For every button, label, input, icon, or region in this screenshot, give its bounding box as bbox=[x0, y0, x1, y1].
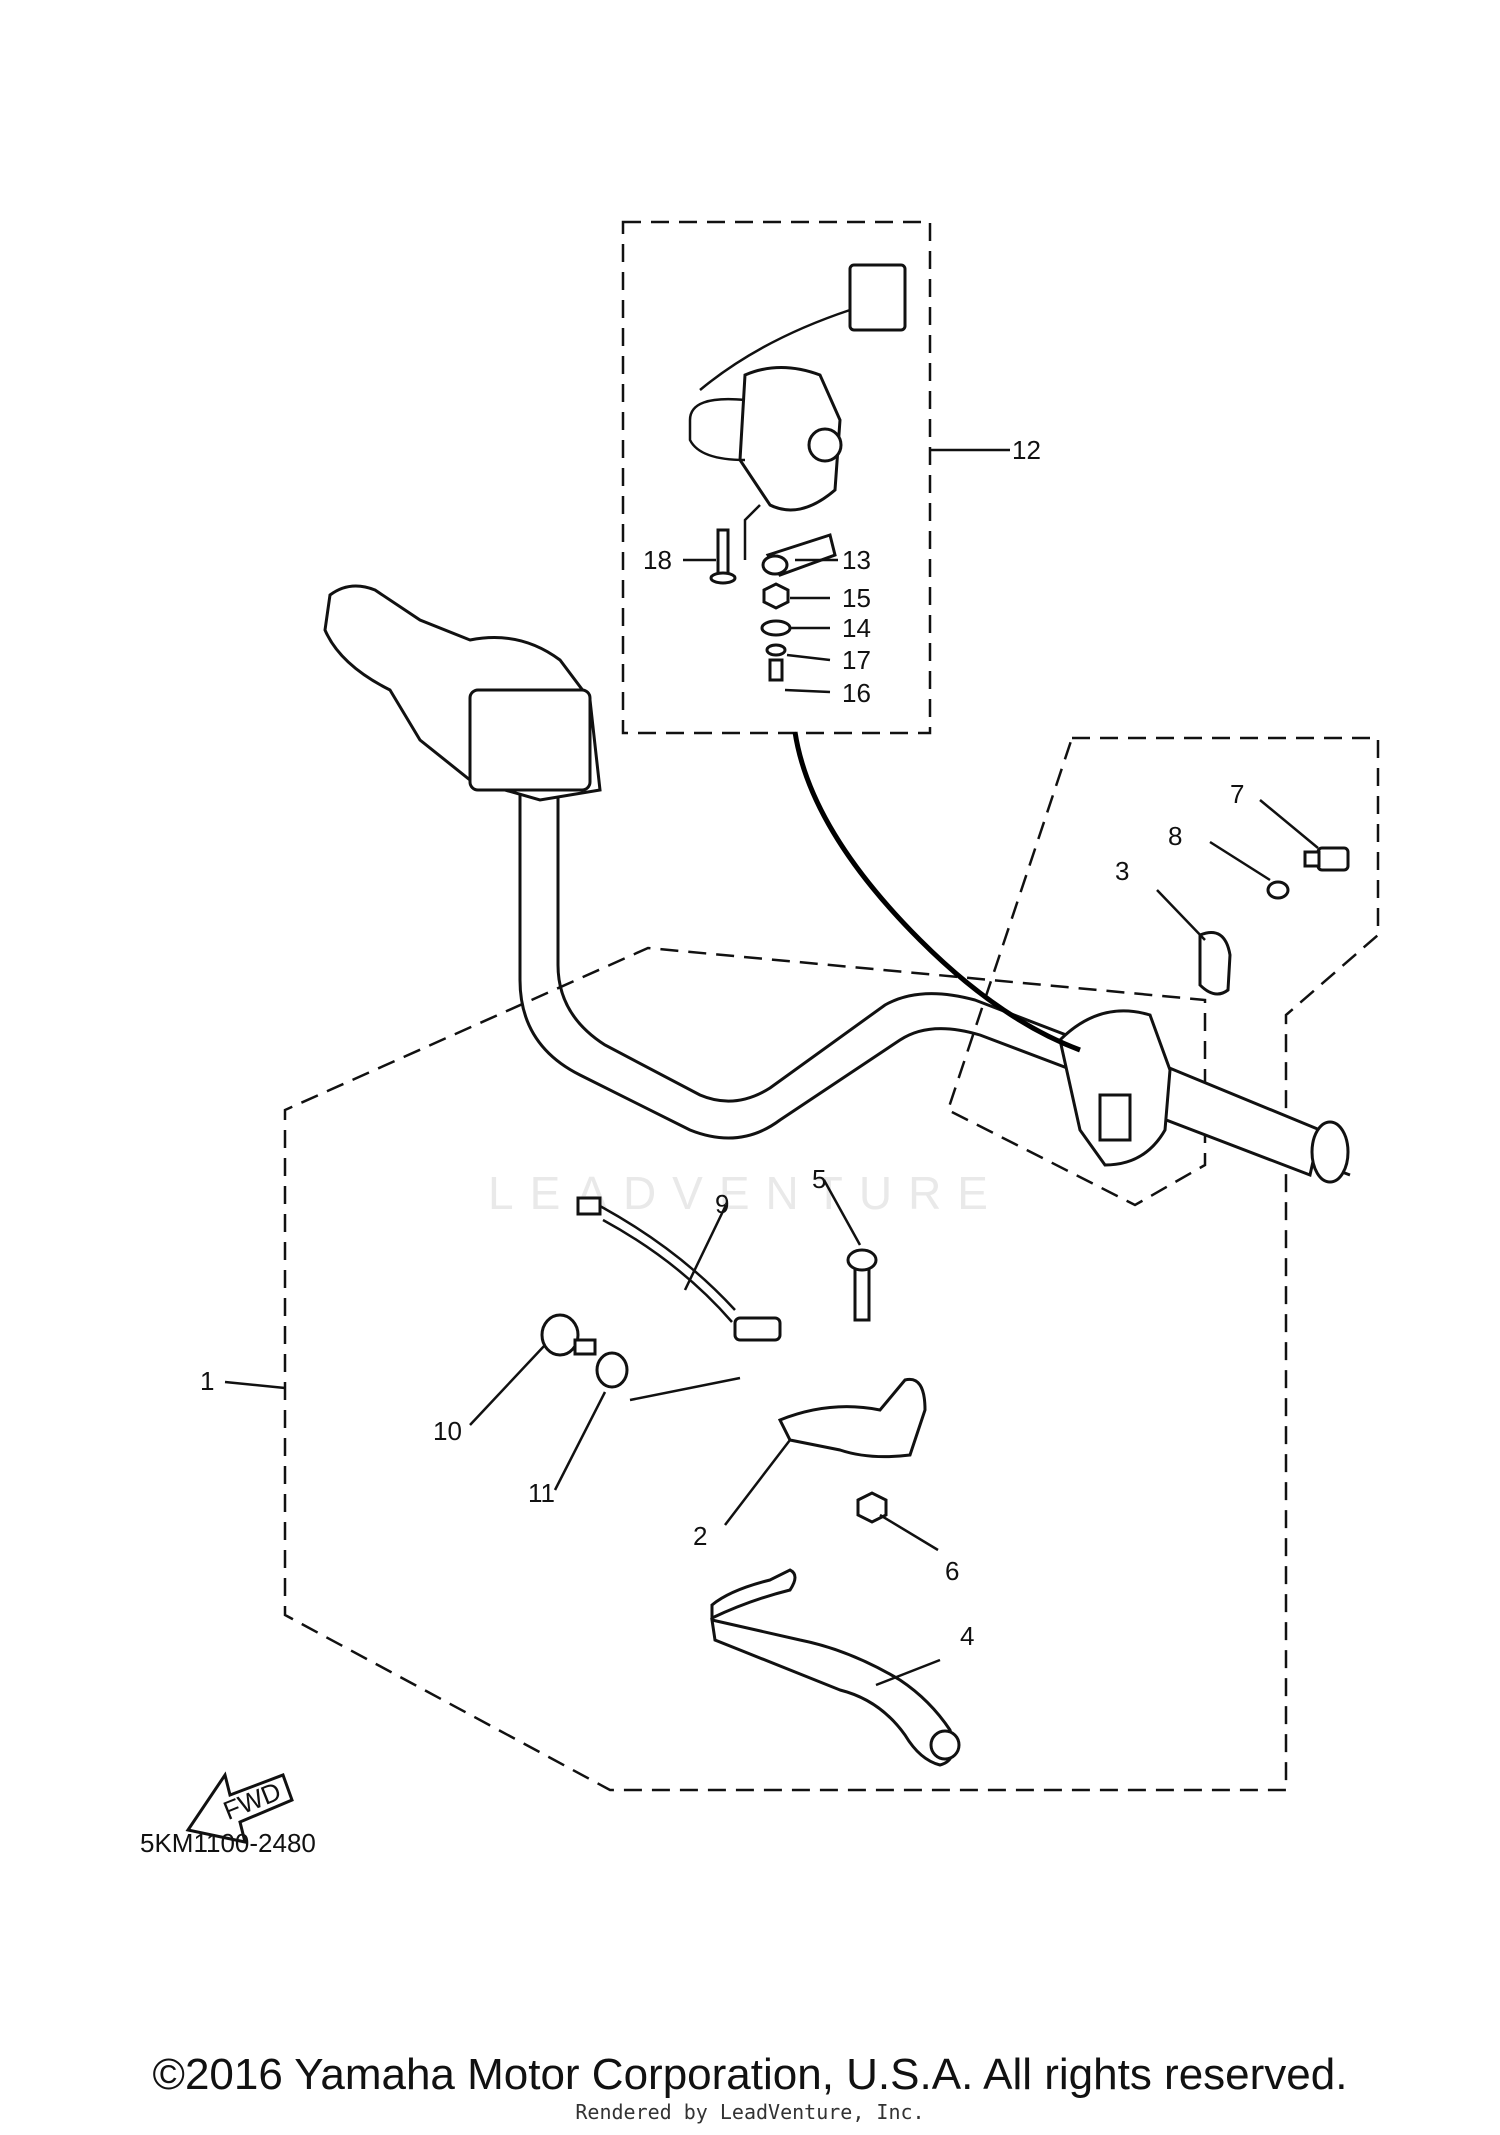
callout-7: 7 bbox=[1230, 779, 1244, 809]
callout-5: 5 bbox=[812, 1164, 826, 1194]
callout-1: 1 bbox=[200, 1366, 214, 1396]
rendered-by-notice: Rendered by LeadVenture, Inc. bbox=[575, 2100, 925, 2124]
clutch-lever-assembly bbox=[540, 1196, 961, 1767]
callout-8: 8 bbox=[1168, 821, 1182, 851]
diagram-part-code: 5KM1100-2480 bbox=[140, 1828, 316, 1858]
handlebar-switch bbox=[688, 263, 907, 560]
callout-2: 2 bbox=[693, 1521, 707, 1551]
callout-12: 12 bbox=[1012, 435, 1041, 465]
callout-3: 3 bbox=[1115, 856, 1129, 886]
switch-housing bbox=[1058, 1009, 1172, 1167]
callout-16: 16 bbox=[842, 678, 871, 708]
callout-9: 9 bbox=[715, 1189, 729, 1219]
callout-4: 4 bbox=[960, 1621, 974, 1651]
callout-14: 14 bbox=[842, 613, 871, 643]
clamp-boundary bbox=[283, 736, 1380, 1792]
copyright-notice: ©2016 Yamaha Motor Corporation, U.S.A. A… bbox=[152, 2050, 1348, 2099]
callout-13: 13 bbox=[842, 545, 871, 575]
switch-small-parts bbox=[709, 528, 837, 682]
callout-15: 15 bbox=[842, 583, 871, 613]
callout-18: 18 bbox=[643, 545, 672, 575]
callout-6: 6 bbox=[945, 1556, 959, 1586]
callout-17: 17 bbox=[842, 645, 871, 675]
callout-11: 11 bbox=[528, 1478, 555, 1508]
callout-10: 10 bbox=[433, 1416, 462, 1446]
callout-numbers: 1 2 3 4 5 6 7 8 9 10 11 12 13 14 15 16 1… bbox=[200, 435, 1244, 1651]
handlebar bbox=[323, 584, 1351, 1184]
clamp-parts bbox=[1198, 846, 1350, 996]
watermark-text: LEADVENTURE bbox=[488, 1167, 1004, 1219]
switch-assembly-boundary bbox=[621, 220, 932, 735]
leader-lines bbox=[224, 448, 1319, 1687]
wiring-cable bbox=[792, 731, 1081, 1053]
